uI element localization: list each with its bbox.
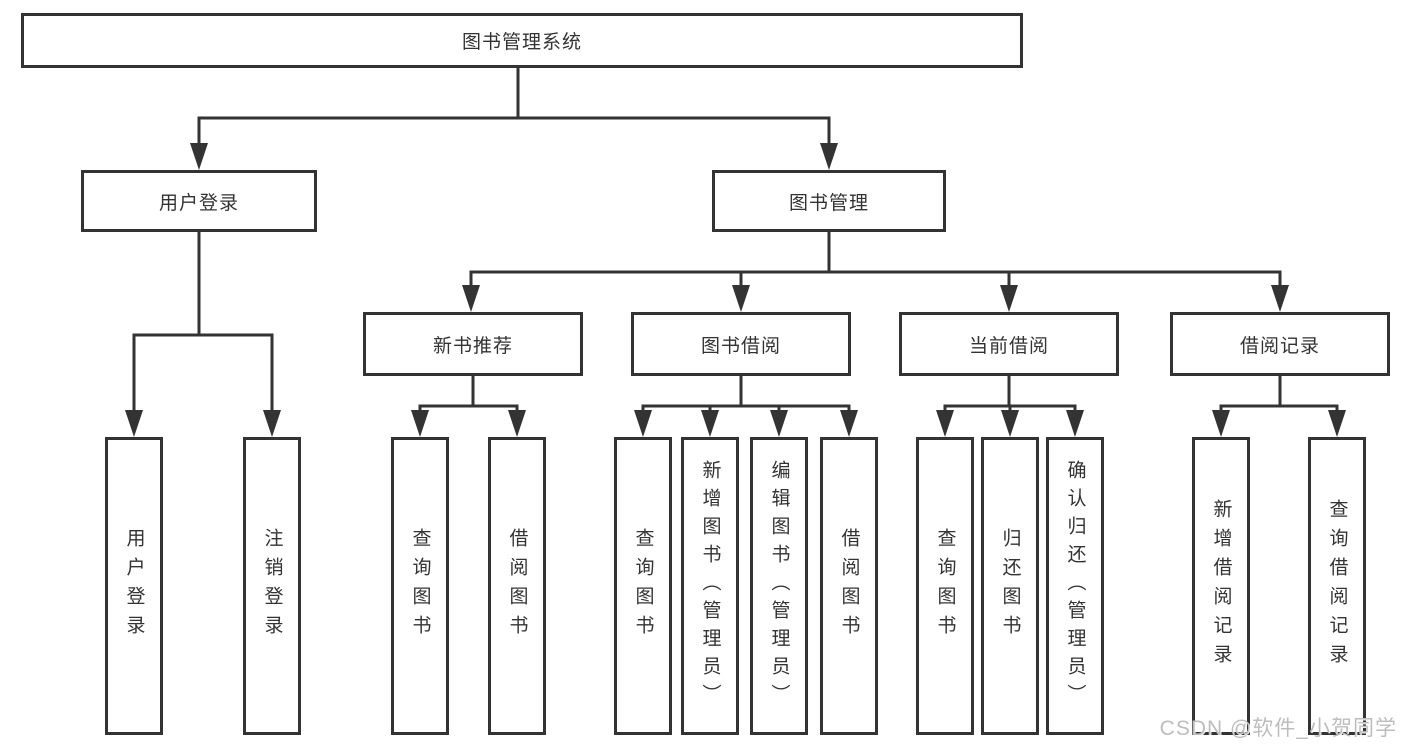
connector-book-borrow-to-leaves — [641, 376, 851, 414]
node-book-borrow: 图书借阅 — [631, 312, 851, 376]
leaf-label: 编辑图书（管理员） — [768, 460, 790, 712]
arrowhead-icon — [411, 410, 429, 437]
arrowhead-icon — [1000, 285, 1018, 312]
leaf-label: 借阅图书 — [838, 528, 860, 644]
csdn-watermark: CSDN @软件_小贺同学 — [1159, 717, 1397, 740]
leaf-add-borrow-record: 新增借阅记录 — [1192, 437, 1250, 735]
arrowhead-icon — [190, 143, 208, 170]
leaf-query-borrow-record: 查询借阅记录 — [1308, 437, 1366, 735]
leaf-borrow-books: 借阅图书 — [488, 437, 546, 735]
leaf-logout-login: 注销登录 — [243, 437, 301, 735]
node-borrow-records: 借阅记录 — [1170, 312, 1390, 376]
leaf-label: 归还图书 — [999, 528, 1021, 644]
arrowhead-icon — [1001, 410, 1019, 437]
leaf-label: 查询借阅记录 — [1326, 499, 1348, 673]
leaf-user-login: 用户登录 — [105, 437, 163, 735]
arrowhead-icon — [840, 410, 858, 437]
arrowhead-icon — [508, 410, 526, 437]
leaf-return-books: 归还图书 — [981, 437, 1039, 735]
leaf-query-books: 查询图书 — [916, 437, 974, 735]
arrowhead-icon — [1066, 410, 1084, 437]
leaf-label: 确认归还（管理员） — [1064, 460, 1086, 712]
node-new-book-recommend: 新书推荐 — [363, 312, 583, 376]
leaf-label: 新增借阅记录 — [1210, 499, 1232, 673]
arrowhead-icon — [462, 285, 480, 312]
leaf-add-books-admin: 新增图书（管理员） — [681, 437, 739, 735]
arrowhead-icon — [125, 410, 143, 437]
leaf-label: 新增图书（管理员） — [699, 460, 721, 712]
arrowhead-icon — [701, 410, 719, 437]
arrowhead-icon — [1271, 285, 1289, 312]
connector-book-management-to-level3 — [469, 232, 1282, 290]
node-book-management: 图书管理 — [712, 170, 946, 232]
connector-current-borrow-to-leaves — [943, 376, 1077, 414]
arrowhead-icon — [1212, 410, 1230, 437]
arrowhead-icon — [936, 410, 954, 437]
arrowhead-icon — [1328, 410, 1346, 437]
leaf-label: 用户登录 — [123, 528, 145, 644]
connector-new-book-to-leaves — [418, 376, 519, 414]
connector-root-to-level2 — [197, 68, 831, 148]
leaf-label: 注销登录 — [261, 528, 283, 644]
arrowhead-icon — [770, 410, 788, 437]
leaf-label: 查询图书 — [632, 528, 654, 644]
connector-borrow-records-to-leaves — [1219, 376, 1339, 414]
node-root-library-management-system: 图书管理系统 — [21, 13, 1023, 68]
leaf-query-books: 查询图书 — [614, 437, 672, 735]
leaf-edit-books-admin: 编辑图书（管理员） — [750, 437, 808, 735]
node-user-login: 用户登录 — [81, 170, 317, 232]
leaf-label: 查询图书 — [409, 528, 431, 644]
arrowhead-icon — [820, 143, 838, 170]
arrowhead-icon — [263, 410, 281, 437]
leaf-borrow-books: 借阅图书 — [820, 437, 878, 735]
node-current-borrow: 当前借阅 — [899, 312, 1119, 376]
leaf-label: 借阅图书 — [506, 528, 528, 644]
leaf-confirm-return-admin: 确认归还（管理员） — [1046, 437, 1104, 735]
connector-user-login-to-leaves — [132, 232, 274, 414]
leaf-query-books: 查询图书 — [391, 437, 449, 735]
leaf-label: 查询图书 — [934, 528, 956, 644]
arrowhead-icon — [634, 410, 652, 437]
arrowhead-icon — [732, 285, 750, 312]
